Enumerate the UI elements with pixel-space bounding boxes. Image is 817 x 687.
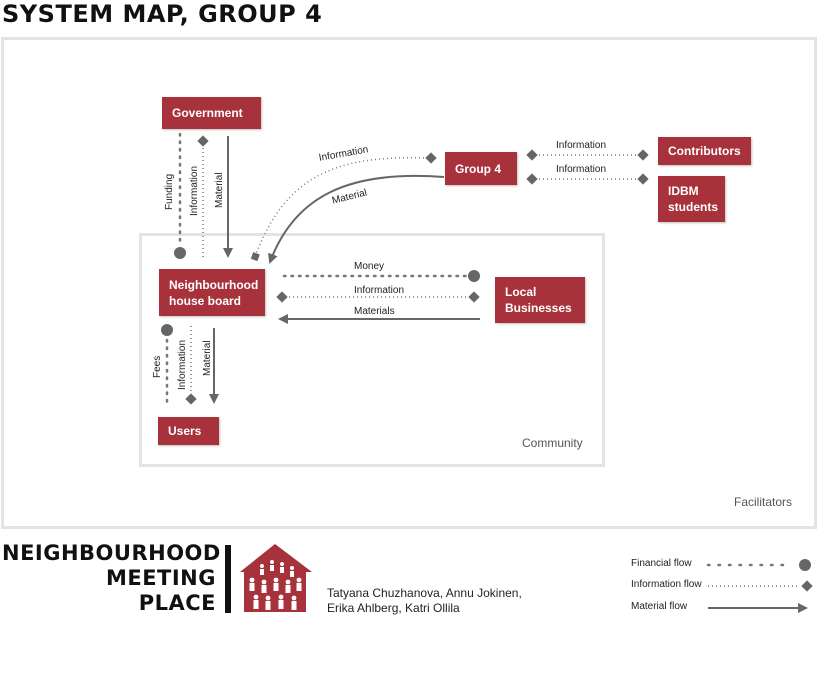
node-local-label-line1: Local	[505, 285, 537, 299]
legend-financial-label: Financial flow	[631, 558, 692, 569]
page-title: SYSTEM MAP, GROUP 4	[2, 0, 323, 28]
flow-label-users-information: Information	[177, 339, 188, 390]
flow-label-idbm-information: Information	[556, 164, 607, 175]
flow-label-fees: Fees	[152, 355, 163, 378]
node-government-label: Government	[172, 106, 243, 120]
brand-separator	[225, 545, 231, 613]
node-neighbourhood-house-board[interactable]: Neighbourhood house board	[159, 269, 265, 316]
brand-line3: PLACE	[138, 591, 216, 615]
legend-financial-endpoint	[799, 559, 811, 571]
brand-wordmark: NEIGHBOURHOOD MEETING PLACE	[2, 541, 221, 616]
legend-material-label: Material flow	[631, 601, 688, 612]
local-information-endpoint-right	[468, 291, 480, 303]
g4-material-flow-line	[268, 174, 445, 264]
brand-line1: NEIGHBOURHOOD	[2, 541, 221, 565]
authors-line1: Tatyana Chuzhanova, Annu Jokinen,	[327, 586, 522, 600]
node-contributors[interactable]: Contributors	[658, 137, 751, 165]
flow-label-money: Money	[354, 261, 385, 272]
node-local-businesses[interactable]: Local Businesses	[495, 277, 585, 323]
node-local-label-line2: Businesses	[505, 301, 572, 315]
fees-flow-endpoint	[161, 324, 173, 336]
local-information-endpoint-left	[276, 291, 288, 303]
gov-information-endpoint	[197, 135, 209, 147]
flow-label-gov-material: Material	[214, 172, 225, 208]
idbm-information-endpoint-right	[637, 173, 649, 185]
brand-line2: MEETING	[105, 566, 216, 590]
node-group4[interactable]: Group 4	[445, 152, 517, 185]
community-label: Community	[522, 436, 583, 450]
node-board-label-line2: house board	[169, 293, 242, 308]
money-flow-endpoint	[468, 270, 480, 282]
facilitators-label: Facilitators	[734, 495, 793, 509]
node-users[interactable]: Users	[158, 417, 219, 445]
flow-label-funding: Funding	[164, 173, 175, 210]
flow-label-materials: Materials	[354, 306, 395, 317]
node-idbm-label-line2: students	[668, 200, 719, 214]
flow-label-contrib-information: Information	[556, 140, 607, 151]
legend-information-endpoint	[801, 580, 813, 592]
community-region	[139, 233, 605, 467]
users-information-endpoint	[185, 393, 197, 405]
legend-information-label: Information flow	[631, 579, 702, 590]
contrib-information-endpoint-left	[526, 149, 538, 161]
node-contributors-label: Contributors	[668, 144, 741, 158]
node-government[interactable]: Government	[162, 97, 261, 129]
node-idbm-students[interactable]: IDBM students	[658, 176, 725, 222]
authors: Tatyana Chuzhanova, Annu Jokinen, Erika …	[327, 586, 522, 616]
node-users-label: Users	[168, 424, 202, 438]
node-idbm-label-line1: IDBM	[668, 184, 699, 198]
flow-label-users-material: Material	[202, 340, 213, 376]
house-logo-icon	[240, 544, 312, 612]
authors-line2: Erika Ahlberg, Katri Ollila	[327, 601, 460, 615]
flow-label-local-information: Information	[354, 285, 405, 296]
node-board-label-line1: Neighbourhood	[169, 277, 259, 292]
g4-information-board-end	[250, 252, 260, 262]
node-group4-label: Group 4	[455, 161, 502, 176]
g4-information-endpoint	[425, 152, 437, 164]
facilitators-region	[1, 37, 817, 529]
funding-flow-endpoint	[174, 247, 186, 259]
idbm-information-endpoint-left	[526, 173, 538, 185]
contrib-information-endpoint-right	[637, 149, 649, 161]
flow-label-gov-information: Information	[189, 165, 200, 216]
